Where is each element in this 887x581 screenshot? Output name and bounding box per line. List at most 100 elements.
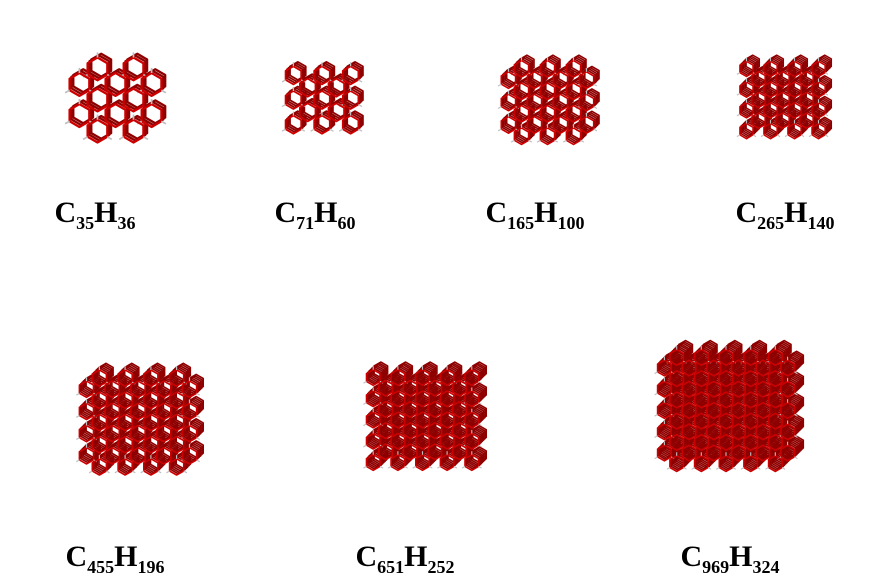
cluster-image-c651h252 xyxy=(285,300,560,540)
carbon-ring xyxy=(763,102,778,119)
carbon-ring xyxy=(787,81,802,98)
lattice-drawing xyxy=(654,339,805,473)
carbon-ring xyxy=(730,401,746,420)
carbon-ring xyxy=(565,82,582,101)
carbon-ring xyxy=(755,401,771,420)
carbon-ring xyxy=(681,423,697,441)
carbon-ring xyxy=(755,444,771,462)
carbon-symbol: C xyxy=(355,540,378,573)
carbon-ring xyxy=(681,444,697,462)
hydrogen-bond xyxy=(794,371,798,375)
carbon-ring xyxy=(155,402,172,421)
hydrogen-bond xyxy=(106,136,113,141)
carbon-ring xyxy=(181,424,198,443)
carbon-ring xyxy=(552,115,569,134)
carbon-ring xyxy=(755,359,771,377)
hydrogen-bond xyxy=(281,79,286,83)
carbon-ring xyxy=(811,102,826,119)
carbon-ring xyxy=(143,391,159,410)
hydrogen-bond xyxy=(580,139,585,143)
hydrogen-bond xyxy=(593,83,598,87)
carbon-ring xyxy=(578,70,595,90)
carbon-ring xyxy=(681,401,697,420)
hydrogen-count: 140 xyxy=(807,213,835,233)
hydrogen-bond xyxy=(715,467,720,470)
carbon-ring xyxy=(143,458,159,476)
carbon-ring xyxy=(91,435,108,454)
hydrogen-bond xyxy=(75,437,80,441)
lattice-drawing xyxy=(75,362,204,476)
carbon-ring xyxy=(284,114,303,135)
carbon-ring xyxy=(117,435,133,454)
cluster-image-c455h196 xyxy=(8,310,268,535)
carbon-ring xyxy=(439,390,455,408)
carbon-ring xyxy=(451,443,467,461)
carbon-ring xyxy=(122,87,145,113)
hydrogen-bond xyxy=(794,413,798,417)
hydrogen-bond xyxy=(106,470,110,474)
carbon-ring xyxy=(117,458,133,476)
carbon-ring xyxy=(341,65,360,86)
carbon-ring xyxy=(86,87,109,113)
carbon-ring xyxy=(706,359,722,377)
formula-label-c165h100: C165H100 xyxy=(485,198,584,233)
carbon-ring xyxy=(365,432,381,450)
hydrogen-bond xyxy=(75,459,80,463)
carbon-ring xyxy=(402,422,418,440)
carbon-ring xyxy=(451,379,467,397)
carbon-symbol: C xyxy=(274,196,297,229)
hydrogen-bond xyxy=(363,423,367,427)
hydrogen-bond xyxy=(536,139,541,143)
carbon-ring xyxy=(122,118,145,144)
carbon-ring xyxy=(415,390,430,408)
hydrogen-bond xyxy=(281,103,286,108)
carbon-symbol: C xyxy=(735,196,758,229)
carbon-ring xyxy=(378,443,394,461)
formula-label-c455h196: C455H196 xyxy=(65,540,164,577)
carbon-count: 71 xyxy=(296,213,315,233)
carbon-ring xyxy=(327,77,345,98)
carbon-ring xyxy=(780,423,796,441)
hydrogen-bond xyxy=(300,128,306,132)
hydrogen-bond xyxy=(736,113,741,117)
carbon-ring xyxy=(513,59,530,78)
hydrogen-bond xyxy=(824,92,829,96)
carbon-ring xyxy=(767,433,783,451)
carbon-ring xyxy=(552,70,569,90)
carbon-ring xyxy=(78,424,95,443)
carbon-ring xyxy=(513,104,530,123)
hydrogen-bond xyxy=(654,456,658,460)
carbon-ring xyxy=(130,424,146,443)
carbon-ring xyxy=(656,423,672,441)
carbon-ring xyxy=(513,82,530,101)
carbon-ring xyxy=(743,348,759,366)
hydrogen-bond xyxy=(794,392,798,396)
carbon-ring xyxy=(799,70,814,88)
carbon-ring xyxy=(313,65,331,86)
carbon-ring xyxy=(104,424,121,443)
carbon-ring xyxy=(500,70,517,90)
carbon-symbol: C xyxy=(65,540,88,573)
cluster-image-c165h100 xyxy=(440,15,655,190)
carbon-ring xyxy=(780,401,796,420)
carbon-ring xyxy=(168,413,185,432)
hydrogen-bond xyxy=(358,103,363,108)
hydrogen-symbol: H xyxy=(729,540,753,573)
carbon-ring xyxy=(669,370,685,388)
hydrogen-bond xyxy=(75,414,80,418)
carbon-ring xyxy=(130,446,146,465)
carbon-ring xyxy=(284,65,303,86)
carbon-ring xyxy=(743,455,759,473)
hydrogen-bond xyxy=(824,72,829,75)
carbon-ring xyxy=(451,400,467,418)
hydrogen-bond xyxy=(707,467,712,470)
hydrogen-bond xyxy=(765,467,769,470)
carbon-ring xyxy=(390,453,406,472)
carbon-ring xyxy=(500,115,517,134)
hydrogen-bond xyxy=(196,414,201,418)
carbon-ring xyxy=(718,370,734,388)
carbon-count: 651 xyxy=(377,557,405,577)
hydrogen-count: 196 xyxy=(137,557,165,577)
hydrogen-bond xyxy=(654,435,658,438)
hydrogen-bond xyxy=(824,113,829,117)
